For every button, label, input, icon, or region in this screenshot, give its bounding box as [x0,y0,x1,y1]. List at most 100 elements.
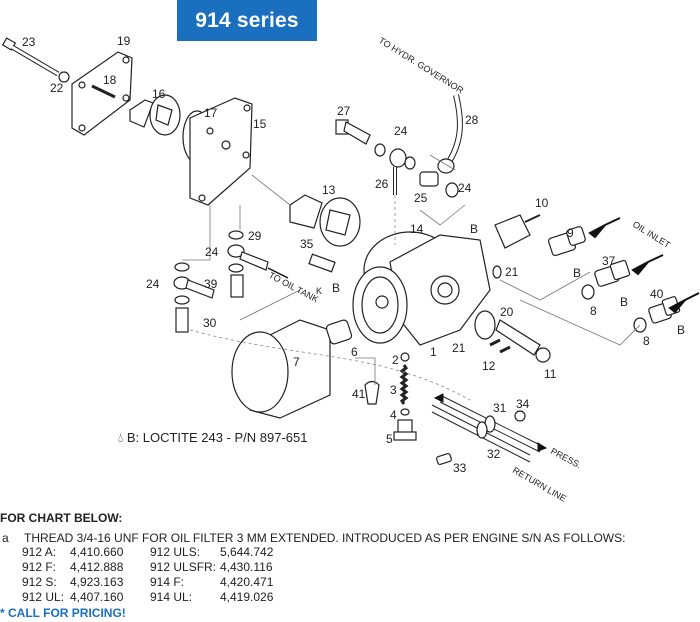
callout-24b: 24 [458,181,472,195]
callout-5: 5 [386,432,393,446]
serial-model-2: 914 UL: [150,590,193,604]
part-washer-24e[interactable] [174,262,190,272]
part-banjo-24[interactable] [227,244,269,271]
part-rotor-13[interactable] [289,194,361,247]
annotation-b-10: B [470,222,478,236]
callout-27: 27 [337,104,351,118]
part-bolt-30b[interactable] [175,307,189,333]
callout-29: 29 [248,229,262,243]
callout-20: 20 [500,305,514,319]
part-nut-34[interactable] [514,410,526,422]
part-washer-24f[interactable] [174,295,190,305]
part-plug-5[interactable] [393,419,417,441]
callout-40: 40 [650,287,664,301]
part-washer-24b[interactable] [404,156,416,170]
part-washer-24[interactable] [374,143,386,157]
callout-26: 26 [375,177,389,191]
part-plug-41[interactable] [364,380,380,405]
part-shaft-11[interactable] [495,319,551,363]
callout-24c: 24 [205,245,219,259]
callout-25: 25 [414,191,428,205]
serial-number-2: 4,420.471 [220,575,274,589]
part-banjo-26[interactable] [389,148,407,195]
serial-number: 4,410.660 [70,545,124,559]
serial-model: 912 A: [22,545,57,559]
callout-3: 3 [390,383,397,397]
callout-33: 33 [453,461,467,475]
serial-number: 4,412.888 [70,560,124,574]
part-cover-19[interactable] [71,51,133,136]
inlet-arrow-37 [631,254,664,276]
callout-24: 24 [394,124,408,138]
part-washer-24c[interactable] [445,182,459,198]
part-sensor-35[interactable] [308,253,336,273]
annotation-b-35: B [332,281,340,295]
callout-23: 23 [22,35,36,49]
notes-header: FOR CHART BELOW: [0,511,123,525]
part-fitting-9[interactable] [547,226,586,257]
serial-model-2: 912 ULS: [150,545,201,559]
callout-1: 1 [430,345,437,359]
part-washer-29[interactable] [228,230,244,240]
part-pins-12[interactable] [489,338,511,354]
series-title: 914 series [177,0,317,41]
part-oring-20[interactable] [474,310,496,340]
callout-2: 2 [392,353,399,367]
return-arrow [433,393,444,403]
part-banjo-39[interactable] [173,276,215,299]
part-rotor-16[interactable] [129,94,181,136]
part-washer-22[interactable] [58,71,70,83]
callout-19: 19 [117,34,131,48]
callout-32: 32 [487,447,501,461]
annotation-to-hydr-governor: TO HYDR. GOVERNOR [377,35,466,96]
serial-number-2: 5,644.742 [220,545,274,559]
callout-9: 9 [567,226,574,240]
callout-11: 11 [544,367,557,381]
callout-41: 41 [352,387,366,401]
serial-table: 912 A: 4,410.660 912 ULS: 5,644.742 912 … [22,545,700,604]
part-pump-body-1[interactable] [352,231,491,346]
serial-model: 912 S: [22,575,57,589]
part-spring-3[interactable] [399,364,409,405]
chart-notes: FOR CHART BELOW: a THREAD 3/4-16 UNF FOR… [0,511,700,620]
part-bolt-23[interactable] [1,37,60,77]
press-arrow [537,442,548,452]
callout-13: 13 [322,183,336,197]
annotation-b-9: B [573,266,581,280]
part-banjo-bolt-27[interactable] [335,119,371,145]
part-ball-2[interactable] [400,352,410,362]
serial-number-2: 4,430.116 [220,560,273,574]
serial-number-2: 4,419.026 [220,590,274,604]
part-washer-8[interactable] [581,284,595,300]
callout-16: 16 [152,87,166,101]
part-housing-15[interactable] [189,97,253,206]
callout-21b: 21 [452,341,466,355]
annotation-k: K [316,286,322,296]
annotation-b-37: B [620,295,628,309]
part-oil-filter-7[interactable] [231,319,331,419]
serial-model: 912 F: [22,560,57,574]
part-fitting-6[interactable] [325,319,353,345]
serial-model-2: 912 ULSFR: [150,560,217,574]
part-sleeve-25[interactable] [419,171,439,187]
part-lines-31-32[interactable] [431,394,541,463]
callout-31: 31 [493,401,507,415]
part-bolt-30a[interactable] [230,274,244,298]
part-sensor-10[interactable] [494,214,541,249]
callout-18: 18 [103,73,117,87]
part-washer-4[interactable] [400,408,410,416]
part-oring-21[interactable] [492,265,502,279]
serial-number: 4,407.160 [70,590,124,604]
callout-34: 34 [516,397,530,411]
callout-8b: 8 [643,334,650,348]
legend-text: B: LOCTITE 243 - P/N 897-651 [126,430,308,445]
part-fitting-37[interactable] [594,259,631,287]
serial-number: 4,923.163 [70,575,124,589]
callout-30: 30 [203,316,217,330]
annotation-b-40: B [677,323,685,337]
callout-22: 22 [50,81,64,95]
part-washer-24d[interactable] [228,263,244,273]
oil-tank-arrow [267,267,289,279]
callout-17: 17 [204,106,218,120]
part-screw-33[interactable] [436,452,452,466]
